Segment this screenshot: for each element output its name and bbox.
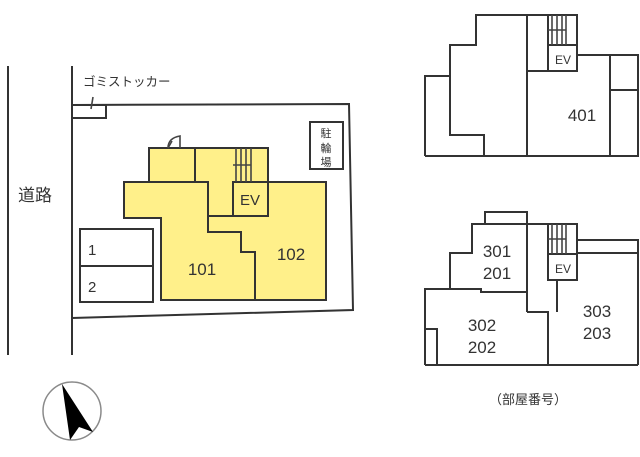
garbage-stocker — [71, 104, 107, 119]
unit-302-label: 302 — [468, 316, 496, 335]
entrance-block — [148, 147, 196, 183]
garbage-stocker-label: ゴミストッカー — [83, 74, 171, 89]
bicycle-parking-label-3: 場 — [321, 156, 332, 169]
north-arrow-icon — [42, 381, 102, 441]
unit-201-label: 201 — [483, 264, 511, 283]
unit-101 — [123, 181, 256, 301]
door-swing-icon — [167, 135, 181, 149]
unit-301-label: 301 — [483, 242, 511, 261]
unit-202-label: 202 — [468, 338, 496, 357]
unit-303-label: 303 — [583, 302, 611, 321]
floor-4-ev-label: EV — [555, 53, 571, 67]
floor-2-3-hall — [527, 311, 549, 365]
bicycle-parking-label-2: 輪 — [321, 141, 332, 155]
floor-4-plan: EV 401 — [424, 14, 639, 157]
floor-4-balcony — [609, 54, 639, 91]
floor-2-3-west-outline — [424, 223, 527, 365]
room-number-caption: （部屋番号） — [489, 393, 567, 408]
unit-302-closet — [425, 328, 438, 365]
floor-4-west-room — [449, 76, 485, 156]
unit-301-bottom — [450, 288, 527, 293]
unit-102-label: 102 — [277, 245, 305, 264]
unit-101-label: 101 — [188, 260, 216, 279]
bicycle-parking — [309, 121, 344, 170]
floor-2-3-ev-label: EV — [555, 262, 571, 276]
elevator-box — [232, 181, 269, 217]
elevator-label: EV — [240, 192, 260, 209]
parking-space-2: 2 — [88, 279, 96, 296]
building-footprint: EV 101 102 — [123, 135, 327, 301]
lot-boundary — [71, 102, 355, 319]
road-label: 道路 — [18, 186, 52, 206]
door-leaf — [167, 140, 173, 149]
unit-401-label: 401 — [568, 106, 596, 125]
unit-203-label: 203 — [583, 324, 611, 343]
floor-2-3-plan: EV 301 201 302 202 303 203 — [424, 211, 639, 366]
floor-2-3-top-bay — [484, 211, 528, 225]
parking-space-1: 1 — [88, 242, 96, 259]
floor-4-east-extent — [610, 89, 639, 157]
site-plan: 道路 ゴミストッカー 駐 輪 場 1 2 — [7, 66, 355, 355]
unit-303-outline — [577, 239, 639, 365]
bicycle-parking-label-1: 駐 — [321, 126, 332, 140]
garbage-leader-line — [90, 96, 94, 110]
